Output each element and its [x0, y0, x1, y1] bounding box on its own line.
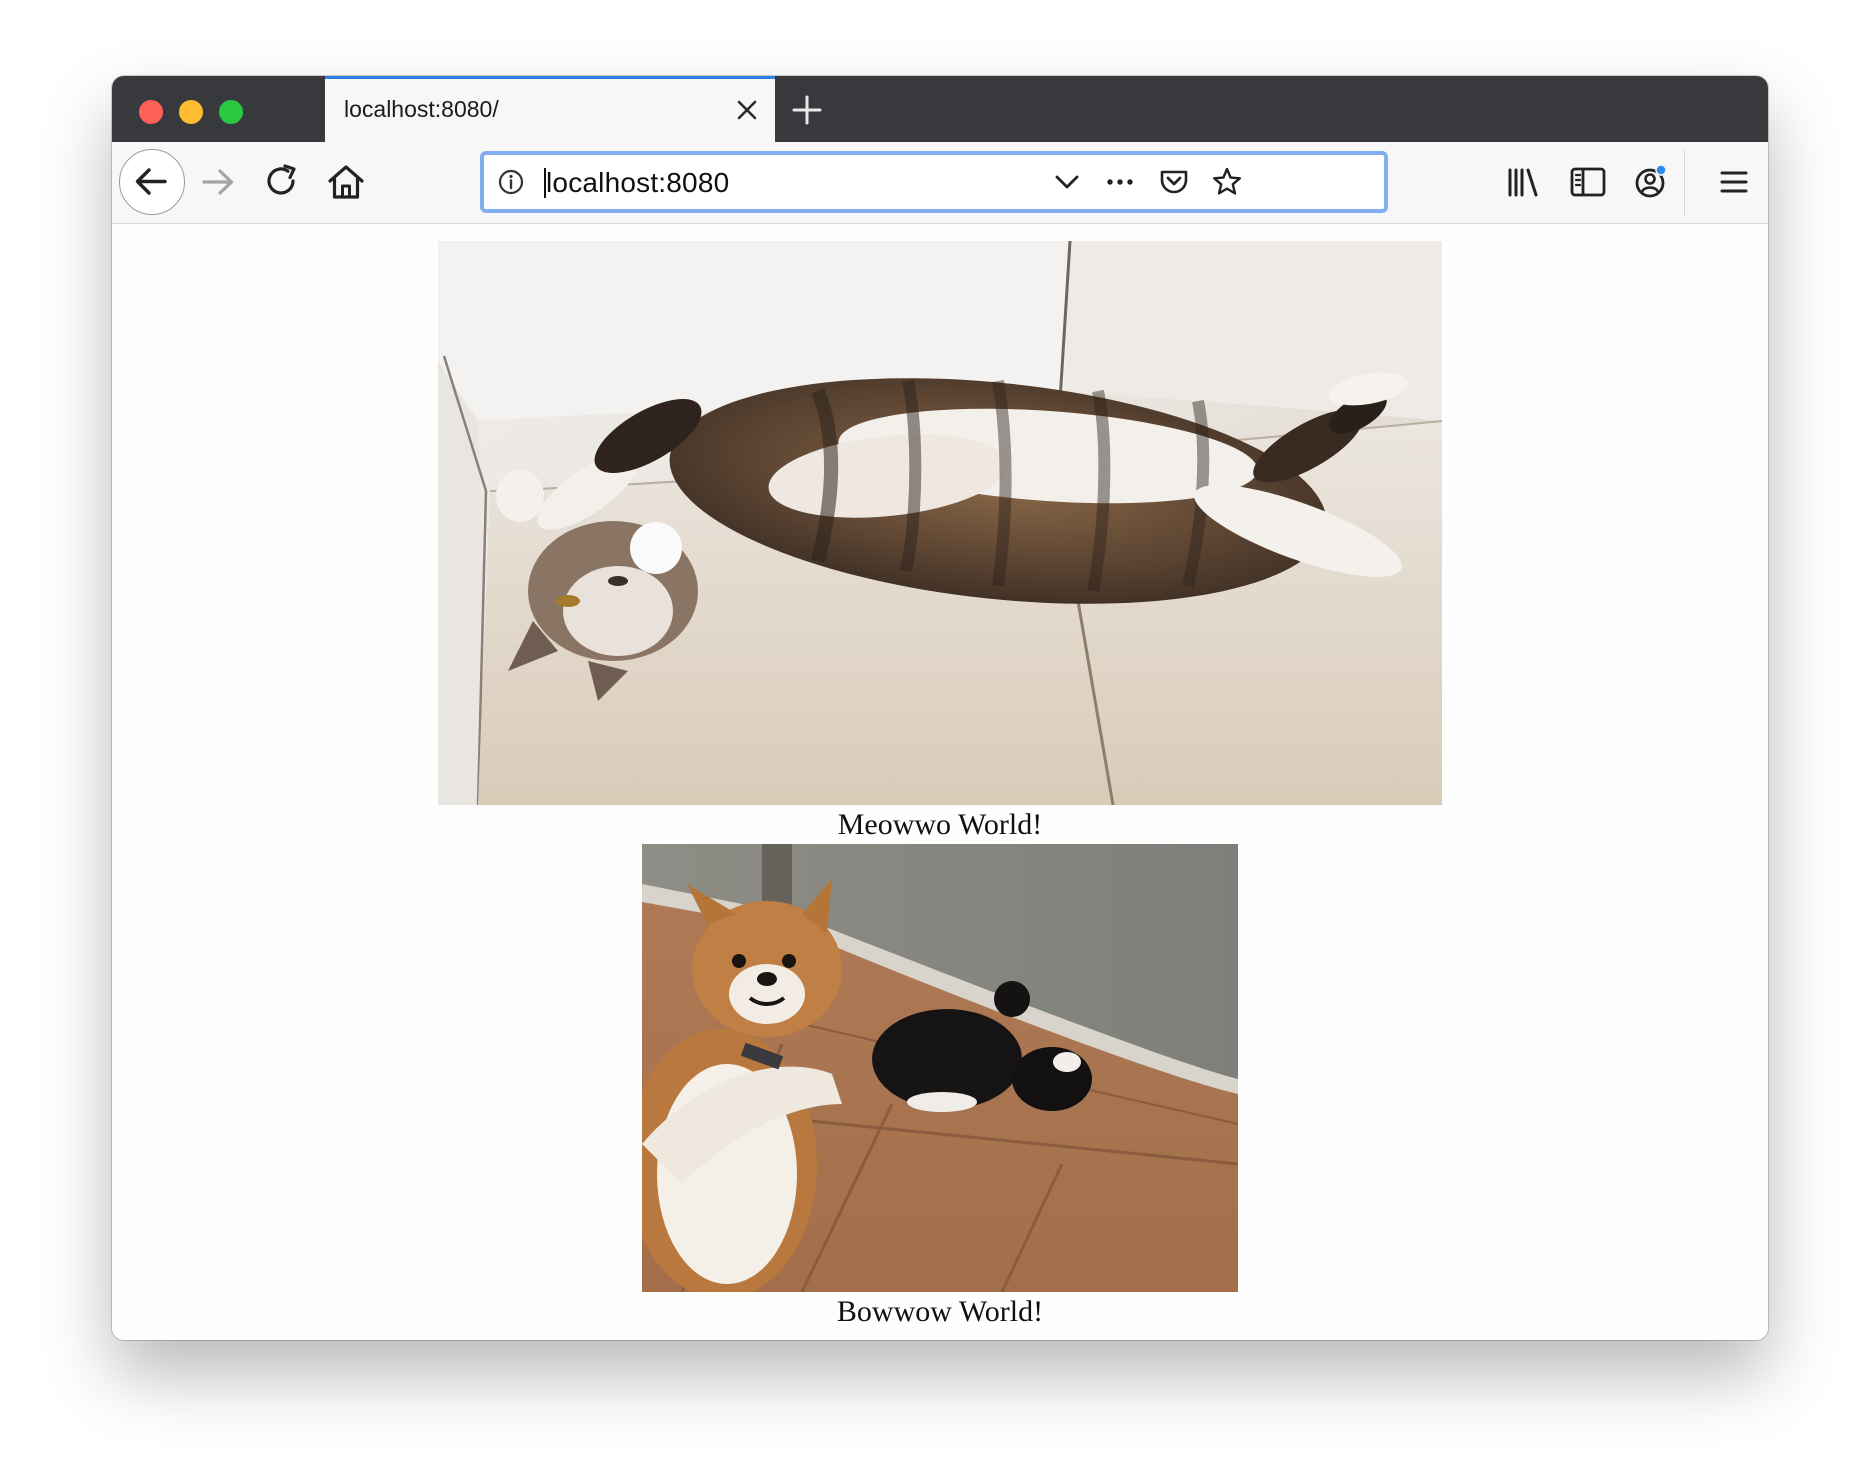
- active-tab-indicator: [325, 76, 775, 79]
- dog-caption: Bowwow World!: [836, 1295, 1044, 1328]
- cat-photo: [438, 241, 1442, 805]
- url-dropdown-icon[interactable]: [1050, 165, 1084, 199]
- pocket-icon[interactable]: [1157, 165, 1191, 199]
- close-window-button[interactable]: [139, 100, 163, 124]
- menu-icon[interactable]: [1712, 160, 1756, 204]
- zoom-window-button[interactable]: [219, 100, 243, 124]
- site-info-icon[interactable]: [494, 165, 528, 199]
- library-icon[interactable]: [1502, 160, 1546, 204]
- page-content: Meowwo World!: [112, 224, 1768, 1340]
- address-bar[interactable]: localhost:8080: [480, 151, 1388, 213]
- dog-photo: [642, 844, 1238, 1292]
- tab-localhost[interactable]: localhost:8080/: [325, 76, 775, 142]
- page-actions-icon[interactable]: [1103, 165, 1137, 199]
- tab-title: localhost:8080/: [344, 96, 499, 122]
- back-button[interactable]: [119, 149, 185, 215]
- reload-icon[interactable]: [260, 160, 304, 204]
- home-icon[interactable]: [324, 160, 368, 204]
- bookmark-star-icon[interactable]: [1210, 165, 1244, 199]
- url-text[interactable]: localhost:8080: [546, 167, 730, 198]
- forward-icon[interactable]: [196, 160, 240, 204]
- sidebar-icon[interactable]: [1566, 160, 1610, 204]
- cat-caption: Meowwo World!: [837, 808, 1043, 841]
- back-icon: [135, 168, 167, 195]
- navigation-toolbar: localhost:8080: [112, 142, 1768, 224]
- account-icon[interactable]: [1629, 160, 1673, 204]
- tab-bar: localhost:8080/: [112, 76, 1768, 142]
- new-tab-icon[interactable]: [790, 93, 824, 127]
- close-tab-icon[interactable]: [732, 95, 762, 125]
- text-cursor: [544, 168, 546, 198]
- toolbar-separator: [1684, 150, 1685, 216]
- browser-window: localhost:8080/: [112, 76, 1768, 1340]
- minimize-window-button[interactable]: [179, 100, 203, 124]
